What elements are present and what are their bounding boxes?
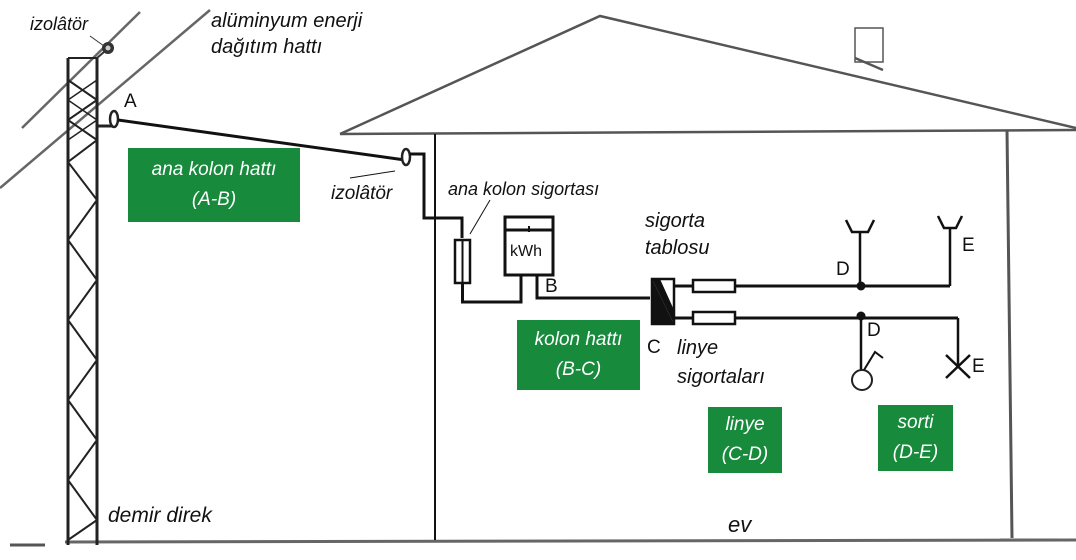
iron-pole-label: demir direk <box>108 504 212 527</box>
branch-lines <box>674 278 958 326</box>
segment-box-column-line: kolon hattı (B-C) <box>517 320 640 390</box>
fuse-panel-label-1: sigorta <box>645 210 706 232</box>
segment-range: (C-D) <box>721 444 769 465</box>
ground-line <box>10 538 1076 547</box>
kwh-meter-label: kWh <box>510 243 542 260</box>
iron-pole <box>66 57 99 545</box>
kwh-meter <box>503 215 650 300</box>
point-d-lower-label: D <box>867 320 881 341</box>
distribution-line-label-1: alüminyum enerji <box>211 10 363 32</box>
fuse-panel <box>650 277 676 326</box>
pole-insulator-a <box>97 109 120 129</box>
house-insulator-label: izolâtör <box>331 183 393 204</box>
point-c-label: C <box>647 337 661 358</box>
segment-name: ana kolon hattı <box>151 159 277 180</box>
segment-range: (D-E) <box>892 442 939 463</box>
aluminum-distribution-line <box>0 9 211 189</box>
point-b-label: B <box>545 276 558 297</box>
point-a-label: A <box>124 91 137 112</box>
segment-range: (A-B) <box>191 189 237 210</box>
distribution-line-label-2: dağıtım hattı <box>211 36 323 58</box>
segment-name: linye <box>725 414 765 435</box>
roof <box>339 14 1076 136</box>
fuse-panel-label-2: tablosu <box>645 237 710 259</box>
pole-insulator-label: izolâtör <box>30 14 89 34</box>
lower-branch-fixtures <box>851 311 971 391</box>
segment-range: (B-C) <box>555 359 602 380</box>
house-label: ev <box>728 512 752 537</box>
segment-box-branch-line: linye (C-D) <box>708 407 782 473</box>
segment-box-outlet-line: sorti (D-E) <box>878 405 953 471</box>
main-column-fuse <box>453 199 523 304</box>
eave-line <box>339 128 1076 136</box>
branch-fuses-label-1: linye <box>677 337 719 359</box>
pole-top-insulator <box>89 35 114 59</box>
chimney <box>854 27 884 63</box>
upper-branch-sockets <box>844 215 964 291</box>
main-column-line <box>117 118 464 238</box>
segment-name: kolon hattı <box>534 329 623 350</box>
segment-name: sorti <box>897 412 934 433</box>
branch-fuses-label-2: sigortaları <box>677 366 765 388</box>
point-e-upper-label: E <box>962 235 975 256</box>
house-outline <box>339 14 1076 542</box>
house-right-wall <box>1005 129 1014 539</box>
segment-box-main-column-line: ana kolon hattı (A-B) <box>128 148 300 222</box>
point-d-upper-label: D <box>836 259 850 280</box>
main-column-fuse-label: ana kolon sigortası <box>448 179 600 199</box>
point-e-lower-label: E <box>972 356 985 377</box>
